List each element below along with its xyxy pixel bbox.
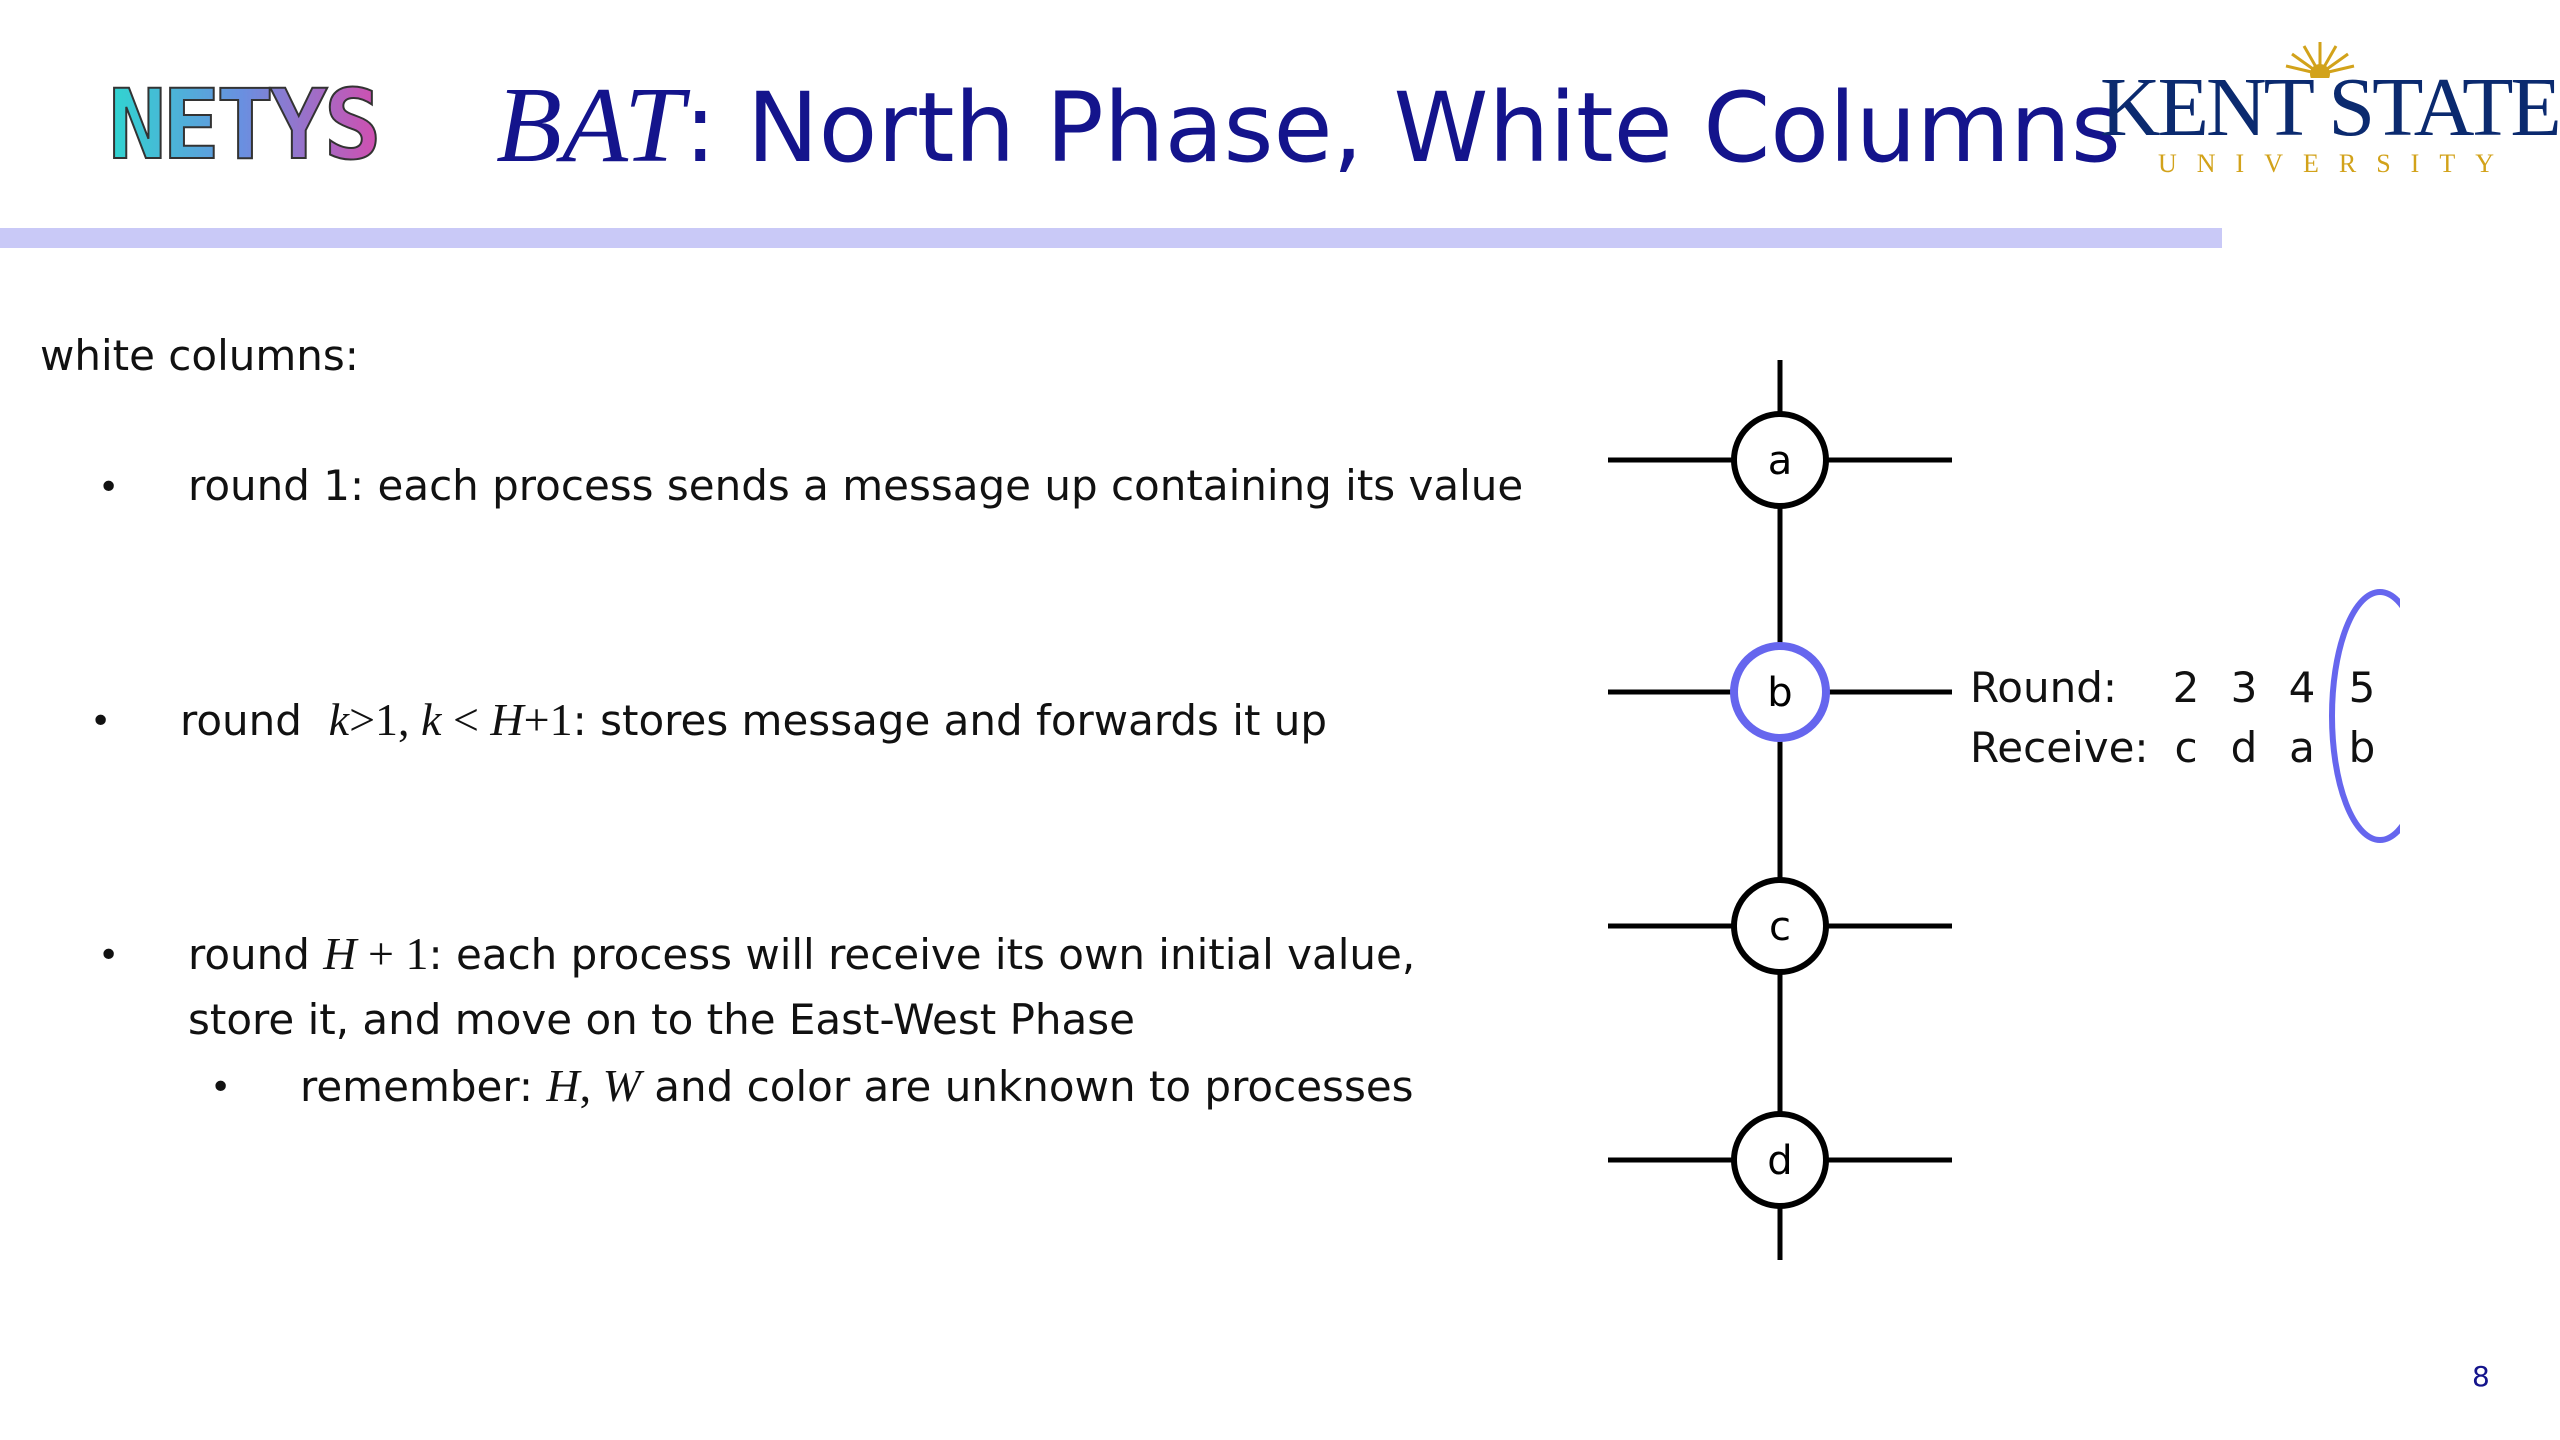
bullet-marker: • bbox=[98, 935, 120, 976]
receive-cell: b bbox=[2348, 723, 2376, 772]
bullet-round-h-plus-1-line2: store it, and move on to the East-West P… bbox=[188, 995, 1135, 1044]
title-rest: : North Phase, White Columns bbox=[684, 72, 2121, 184]
section-heading: white columns: bbox=[40, 331, 359, 380]
round-cell: 3 bbox=[2230, 663, 2258, 712]
round-cell: 2 bbox=[2172, 663, 2200, 712]
svg-text:c: c bbox=[1769, 904, 1791, 950]
bullet-round-k: round k>1, k < H+1: stores message and f… bbox=[180, 694, 1328, 745]
receive-cell: c bbox=[2174, 723, 2198, 772]
round-cell: 5 bbox=[2348, 663, 2376, 712]
column-diagram: a b c d bbox=[1608, 360, 2400, 1260]
receive-cell: a bbox=[2289, 723, 2315, 772]
svg-text:a: a bbox=[1768, 438, 1793, 484]
sub-bullet-marker: • bbox=[210, 1067, 232, 1108]
title-divider bbox=[0, 228, 2222, 248]
slide-title: BAT: North Phase, White Columns bbox=[496, 66, 2121, 188]
process-node-a: a bbox=[1731, 411, 1829, 509]
netys-logo-text: NETYS bbox=[109, 78, 378, 178]
kent-state-logo: KENT STATE UNIVERSITY bbox=[2100, 38, 2560, 178]
page-number: 8 bbox=[2472, 1360, 2490, 1393]
svg-text:d: d bbox=[1767, 1138, 1792, 1184]
title-bat: BAT bbox=[496, 66, 684, 185]
highlight-ellipse bbox=[2329, 589, 2400, 843]
process-node-c: c bbox=[1731, 877, 1829, 975]
bullet-round-1: round 1: each process sends a message up… bbox=[188, 461, 1524, 510]
bullet-round-h-plus-1: round H + 1: each process will receive i… bbox=[188, 928, 1416, 979]
receive-cell: d bbox=[2230, 723, 2258, 772]
netys-logo: NETYS bbox=[108, 78, 383, 178]
sub-bullet-remember: remember: H, W and color are unknown to … bbox=[300, 1060, 1414, 1111]
sun-icon bbox=[2285, 42, 2355, 78]
kent-state-wordmark: KENT STATE bbox=[2100, 61, 2560, 154]
bullet-marker: • bbox=[98, 467, 120, 508]
round-label: Round: bbox=[1970, 663, 2118, 712]
university-wordmark: UNIVERSITY bbox=[2158, 149, 2514, 178]
bullet-marker: • bbox=[90, 701, 112, 742]
process-node-d: d bbox=[1731, 1111, 1829, 1209]
process-node-b: b bbox=[1730, 642, 1830, 742]
svg-text:b: b bbox=[1767, 670, 1792, 716]
receive-label: Receive: bbox=[1970, 723, 2149, 772]
round-cell: 4 bbox=[2288, 663, 2316, 712]
